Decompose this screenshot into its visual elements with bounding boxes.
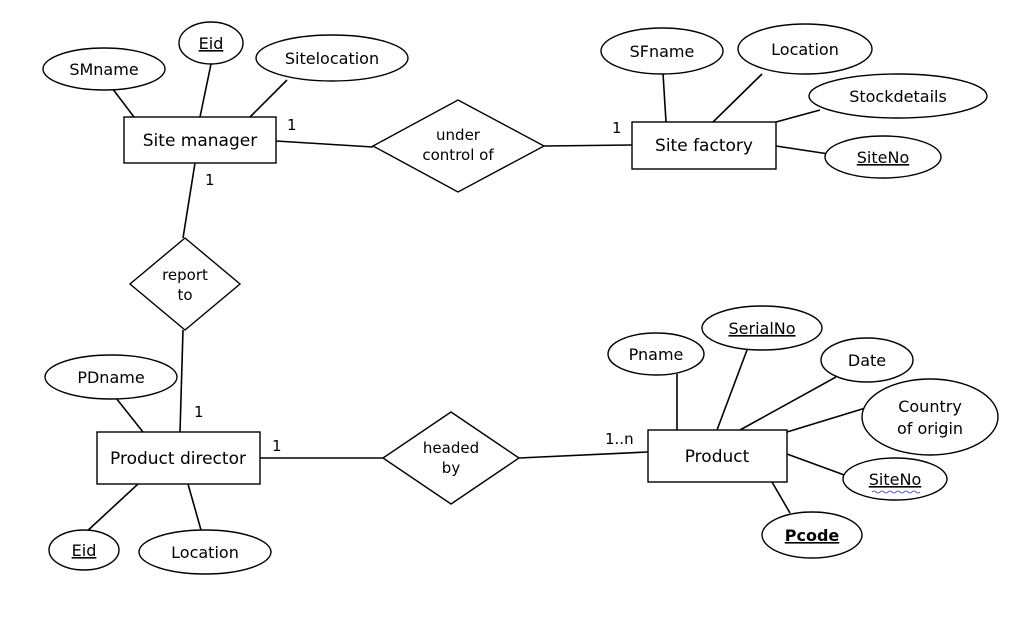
attribute-p-siteno-key: SiteNo: [842, 457, 948, 501]
relationship-headed-by-line1: headed: [423, 439, 479, 457]
attribute-stockdetails: Stockdetails: [808, 73, 988, 119]
line-p-siteno: [786, 453, 848, 477]
cardinality-product-headed: 1..n: [605, 430, 634, 448]
cardinality-pd-report: 1: [194, 403, 204, 421]
line-pd-eid: [83, 483, 139, 535]
entity-product-director: Product director: [96, 431, 261, 485]
attribute-sfname: SFname: [600, 27, 724, 75]
line-date: [739, 376, 837, 431]
svg-text:Date: Date: [848, 351, 886, 370]
line-serialno: [716, 341, 751, 431]
relationship-headed-by: headed by: [381, 411, 521, 505]
cardinality-sm-report: 1: [205, 171, 215, 189]
attribute-pd-eid-key: Eid: [48, 529, 120, 571]
line-sf-location: [712, 73, 763, 123]
attribute-sm-eid-key: Eid: [178, 21, 244, 65]
attribute-pd-location: Location: [138, 529, 272, 575]
svg-text:Sitelocation: Sitelocation: [285, 49, 379, 68]
attribute-date: Date: [820, 337, 914, 383]
attribute-smname: SMname: [42, 47, 166, 91]
line-stockdetails: [775, 109, 821, 123]
relationship-report-to: report to: [128, 237, 242, 331]
svg-text:Stockdetails: Stockdetails: [849, 87, 947, 106]
attribute-sf-location: Location: [737, 23, 873, 75]
relationship-headed-by-line2: by: [442, 459, 461, 477]
svg-text:Eid: Eid: [199, 34, 224, 53]
line-smname: [111, 87, 135, 118]
line-pcode: [771, 481, 791, 514]
line-pdname: [115, 397, 144, 433]
svg-text:Country: Country: [898, 397, 962, 416]
line-sfname: [662, 72, 667, 123]
line-sm-report: [182, 162, 196, 239]
relationship-under-control-of-line1: under: [436, 126, 481, 144]
line-sm-control: [275, 140, 374, 148]
svg-text:SerialNo: SerialNo: [728, 319, 795, 338]
cardinality-sf-control: 1: [612, 119, 622, 137]
line-control-sf: [543, 144, 633, 147]
spellcheck-underline: [871, 490, 921, 494]
line-headed-product: [518, 451, 649, 459]
attribute-pname: Pname: [607, 332, 705, 376]
entity-site-factory-label: Site factory: [655, 136, 753, 156]
line-country: [786, 405, 873, 433]
entity-site-manager-label: Site manager: [143, 131, 257, 151]
attribute-pcode-key: Pcode: [761, 511, 863, 559]
svg-text:SiteNo: SiteNo: [857, 148, 909, 167]
line-report-pd: [179, 329, 184, 433]
relationship-report-to-line2: to: [177, 286, 192, 304]
entity-site-factory: Site factory: [631, 121, 777, 170]
line-sitelocation: [249, 79, 288, 118]
svg-text:SMname: SMname: [69, 60, 138, 79]
connectors: [83, 63, 873, 535]
attribute-serialno-key: SerialNo: [701, 305, 823, 351]
entity-product-director-label: Product director: [110, 449, 246, 469]
line-sm-eid: [199, 63, 212, 118]
attribute-sitelocation: Sitelocation: [255, 34, 409, 82]
relationship-under-control-of: under control of: [371, 99, 546, 193]
attribute-country-of-origin: Country of origin: [861, 378, 999, 456]
svg-text:SFname: SFname: [630, 42, 695, 61]
attribute-pdname: PDname: [44, 354, 178, 400]
svg-text:Location: Location: [171, 543, 239, 562]
line-pd-location: [187, 483, 202, 531]
relationship-report-to-line1: report: [162, 266, 208, 284]
entity-site-manager: Site manager: [123, 116, 277, 164]
svg-text:Pname: Pname: [629, 345, 684, 364]
svg-text:PDname: PDname: [77, 368, 144, 387]
cardinality-pd-headed: 1: [272, 437, 282, 455]
svg-text:Location: Location: [771, 40, 839, 59]
entity-product: Product: [647, 429, 788, 483]
entity-product-label: Product: [685, 447, 750, 467]
svg-text:Pcode: Pcode: [785, 526, 840, 545]
svg-text:of origin: of origin: [897, 419, 963, 438]
relationship-under-control-of-line2: control of: [422, 146, 494, 164]
cardinality-sm-control: 1: [287, 116, 297, 134]
svg-text:SiteNo: SiteNo: [869, 470, 921, 489]
svg-text:Eid: Eid: [72, 541, 97, 560]
attribute-sf-siteno-key: SiteNo: [824, 135, 942, 179]
